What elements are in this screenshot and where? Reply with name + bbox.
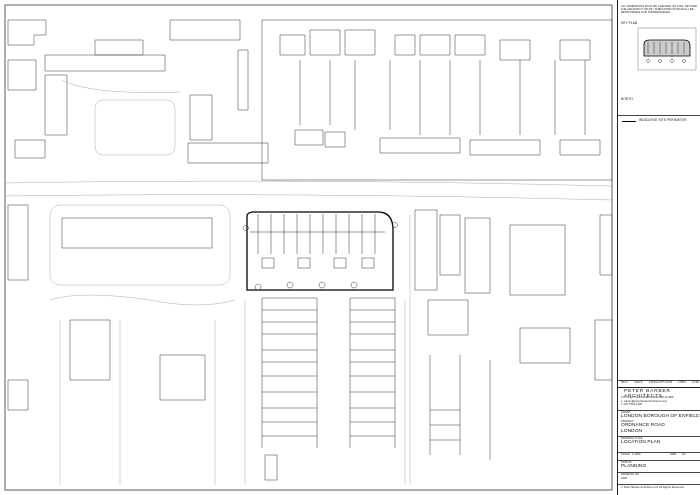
revisions-header: REV DATE DESCRIPTION DRN CHK (621, 380, 699, 385)
building-group-south (244, 297, 406, 485)
location-plan-map (4, 4, 613, 491)
copyright-footer: © Peter Barber Architects Ltd. All Right… (621, 486, 685, 489)
firm-address: 173 Kings Cross Road London WC1X 9BZ (621, 396, 674, 399)
building-group-northeast (261, 19, 613, 181)
size-value: A3 (682, 453, 686, 456)
drawing-title-label: DRAWING TITLE (621, 437, 643, 440)
firm-email: e: admin@peterbarberarchitects.com (621, 399, 668, 403)
rev-header-chk: CHK (691, 380, 699, 384)
scale-label: SCALE (621, 453, 631, 456)
drawing-title: LOCATION PLAN (621, 440, 661, 445)
status-label: STATUS (621, 461, 632, 464)
size-label: SIZE (670, 453, 677, 456)
status-value: PLANNING (621, 464, 647, 469)
building-group-west (7, 204, 236, 485)
rev-header-rev: REV (621, 380, 628, 384)
road-edge-south (4, 194, 613, 201)
building-group-east (409, 209, 613, 485)
client-label: CLIENT (621, 411, 631, 414)
scale-value: 1:1250 (632, 453, 641, 456)
building-group-northwest (7, 19, 269, 164)
rev-header-date: DATE (634, 380, 643, 384)
site-perimeter-legend-line (622, 121, 636, 122)
drawing-number: ORD (621, 477, 628, 480)
key-plan-label: KEY PLAN (621, 21, 638, 25)
key-plan-diagram (637, 27, 697, 71)
firm-phone: t: 020 7833 4499 (621, 403, 643, 406)
general-notes: ALL DIMENSIONS MUST BE CHECKED ON SITE. … (621, 5, 697, 14)
north-label: NORTH (621, 97, 633, 101)
project-label: PROJECT (621, 420, 634, 423)
road-edge-north (4, 180, 613, 187)
client-name: LONDON BOROUGH OF ENFIELD (621, 414, 700, 419)
rev-header-drn: DRN (678, 380, 686, 384)
firm-name: PETER BARBER ARCHITECTS (624, 389, 671, 400)
drawing-number-label: DRAWING NO (621, 473, 640, 476)
title-block: ALL DIMENSIONS MUST BE CHECKED ON SITE. … (617, 0, 700, 495)
application-site (243, 211, 398, 291)
rev-header-description: DESCRIPTION (649, 380, 673, 384)
project-city: LONDON (621, 429, 643, 434)
project-site: ORDNANCE ROAD (621, 423, 665, 428)
legend-label: INDICATIVE SITE PERIMETER (639, 118, 687, 122)
site-perimeter (246, 211, 394, 291)
